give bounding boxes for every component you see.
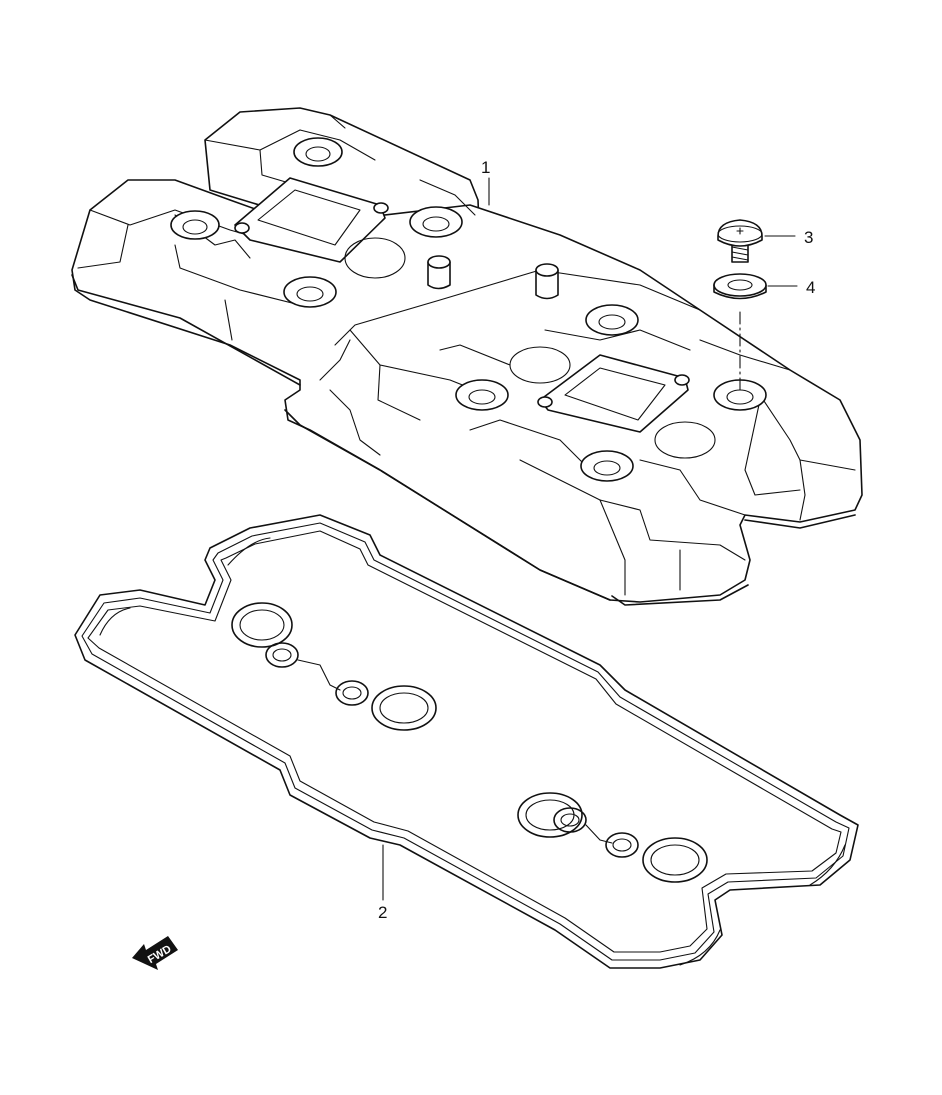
callout-4: 4 [806,278,815,297]
fwd-label: FWD [146,943,174,966]
callout-1: 1 [481,158,490,177]
bolt-grommet[interactable] [713,273,767,300]
callout-leaders [382,177,798,901]
callout-2: 2 [378,903,387,922]
plug-holes [170,137,767,482]
callout-3: 3 [804,228,813,247]
head-cover-gasket[interactable] [74,514,859,969]
cylinder-head-cover[interactable] [71,107,863,606]
fwd-arrow-icon: FWD [132,936,178,970]
cover-bolt[interactable] [717,219,763,263]
